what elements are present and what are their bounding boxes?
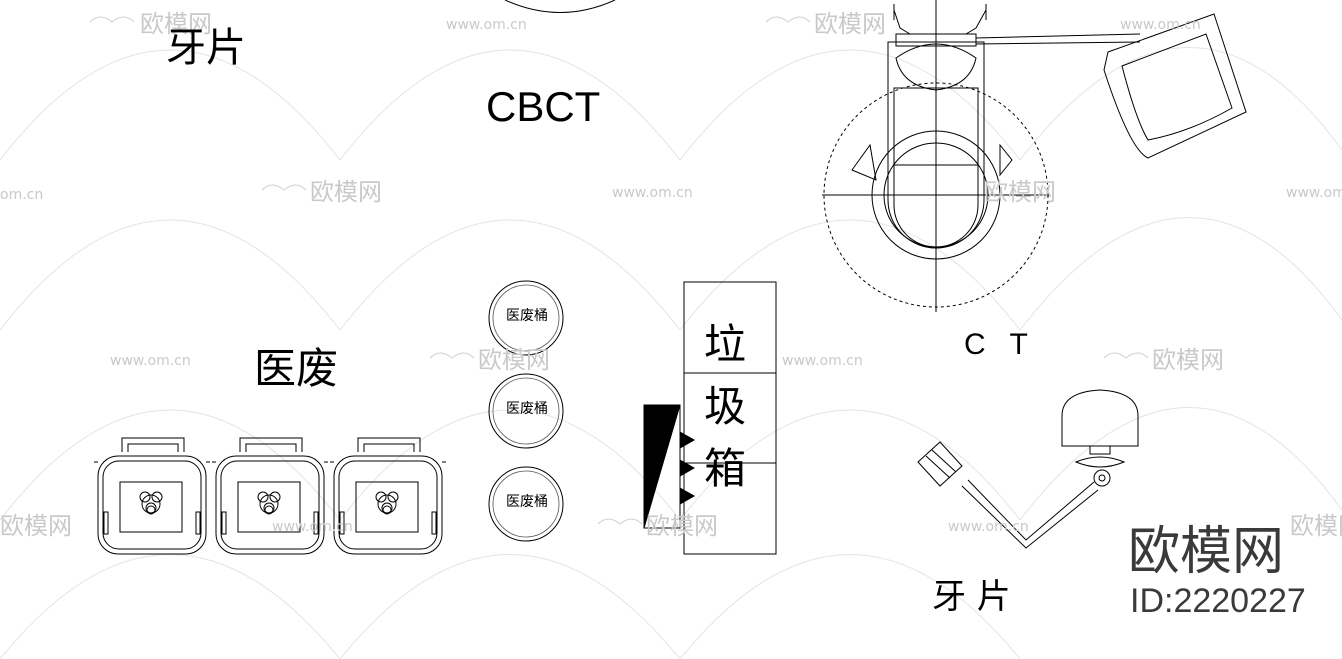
brand-watermark: 欧模网: [1128, 522, 1285, 582]
biohazard-icons: [139, 491, 399, 514]
waste-carts: [94, 437, 446, 555]
medical-waste-bins: [488, 280, 564, 542]
ct-machine: [822, 0, 1247, 312]
watermark-brand: 欧模网: [1152, 346, 1224, 374]
trash-box: [643, 281, 777, 555]
ct-label: C T: [964, 328, 1036, 361]
watermark-brand: 欧模网: [310, 178, 382, 206]
watermark-url: www.om.cn: [272, 519, 353, 535]
biohazard-icon: [139, 491, 163, 514]
watermark-logos: [89, 16, 1149, 525]
watermark-brand: 欧模网: [646, 512, 718, 540]
watermark-brand: 欧模网: [814, 10, 886, 38]
watermark-url: www.om.cn: [110, 353, 191, 369]
bin-label: 医废桶: [506, 308, 548, 324]
watermark-url-fragment: om.cn: [0, 187, 44, 203]
biohazard-icon: [257, 491, 281, 514]
watermark-url: www.om.cn: [948, 519, 1029, 535]
watermark-brand: 欧模网: [140, 10, 212, 38]
watermark-brand: 欧模网: [1290, 512, 1342, 540]
watermark-brand: 欧模网: [984, 178, 1056, 206]
watermark-url: www.om.cn: [612, 185, 693, 201]
waste-cart-1: [94, 437, 210, 555]
medical-waste-label: 医废: [254, 344, 339, 393]
watermark-url: www.om.cn: [1286, 185, 1342, 201]
biohazard-icon: [375, 491, 399, 514]
watermark-brand: 欧模网: [478, 346, 550, 374]
trash-box-char: 箱: [704, 444, 747, 493]
watermark-url: www.om.cn: [1120, 17, 1201, 33]
bin-label: 医废桶: [506, 494, 548, 510]
dental-xray-device: [917, 389, 1139, 549]
cbct-arc: [504, 0, 616, 13]
trash-box-char: 垃: [704, 320, 747, 369]
watermark-url: www.om.cn: [446, 17, 527, 33]
trash-box-char: 圾: [704, 382, 747, 431]
tooth-film-label-bottom: 牙 片: [932, 577, 1011, 617]
model-id: ID:2220227: [1130, 582, 1306, 620]
bin-label: 医废桶: [506, 401, 548, 417]
tooth-film-label-top: 牙片: [166, 25, 246, 71]
watermark-url: www.om.cn: [782, 353, 863, 369]
cbct-label: CBCT: [486, 83, 601, 130]
watermark-brand: 欧模网: [0, 512, 72, 540]
waste-cart-3: [330, 437, 446, 555]
